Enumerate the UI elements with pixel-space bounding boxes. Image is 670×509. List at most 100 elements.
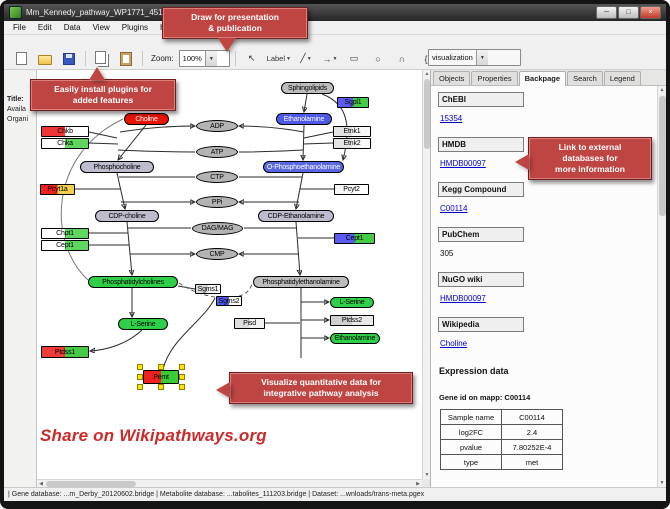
pathway-node-ptdss2[interactable]: Ptdss2 xyxy=(330,315,374,326)
menu-bar: File Edit Data View Plugins Help xyxy=(4,21,666,35)
pathway-node-etnk1[interactable]: Etnk1 xyxy=(333,126,371,137)
pathway-node-ethanolamine[interactable]: Ethanolamine xyxy=(330,333,380,344)
menu-data[interactable]: Data xyxy=(63,23,81,32)
table-row: pvalue 7.80252E-4 xyxy=(440,439,563,455)
wikipedia-link[interactable]: Choline xyxy=(440,339,468,348)
tab-objects[interactable]: Objects xyxy=(433,71,471,85)
pathway-node-sphingolipids[interactable]: Sphingolipids xyxy=(281,82,334,94)
pathway-node-ptdss1[interactable]: Ptdss1 xyxy=(41,346,89,358)
menu-view[interactable]: View xyxy=(92,23,110,32)
callout-arrow-up xyxy=(89,67,105,80)
pathway-node-phosphatidylcholines[interactable]: Phosphatidylcholines xyxy=(88,276,178,288)
tab-properties[interactable]: Properties xyxy=(471,71,518,85)
selection-handle[interactable] xyxy=(158,384,164,390)
rectangle-tool-button[interactable]: ▭ xyxy=(343,49,365,68)
selection-handle[interactable] xyxy=(137,374,143,380)
pathway-node-sgpl1[interactable]: Sgpl1 xyxy=(337,97,369,108)
hmdb-link[interactable]: HMDB00097 xyxy=(440,159,486,168)
pathway-node-chka[interactable]: Chka xyxy=(41,138,89,149)
pathway-node-adp[interactable]: ADP xyxy=(196,120,238,132)
scroll-up-icon[interactable]: ▲ xyxy=(659,87,665,93)
oval-tool-button[interactable]: ○ xyxy=(367,49,389,68)
label-tool-button[interactable]: Label▼ xyxy=(265,49,293,68)
selection-handle[interactable] xyxy=(179,374,185,380)
pathway-node-dag-mag[interactable]: DAG/MAG xyxy=(192,222,243,235)
callout-arrow-left xyxy=(216,382,230,398)
scrollbar-thumb[interactable] xyxy=(659,96,666,216)
selection-handle[interactable] xyxy=(179,384,185,390)
select-tool-button[interactable]: ↖ xyxy=(241,49,263,68)
brace-tool-button[interactable]: { xyxy=(415,49,437,68)
menu-plugins[interactable]: Plugins xyxy=(121,23,149,32)
pathway-node-ppi[interactable]: PPi xyxy=(196,196,238,208)
tab-backpage[interactable]: Backpage xyxy=(518,71,567,86)
scroll-right-icon[interactable]: ▶ xyxy=(416,481,420,487)
pathway-node-l-serine[interactable]: L-Serine xyxy=(118,318,168,330)
pathway-node-choline[interactable]: Choline xyxy=(124,113,169,125)
selection-handle[interactable] xyxy=(137,384,143,390)
canvas-horizontal-scrollbar[interactable]: ◀ ▶ xyxy=(37,479,422,487)
line-tool-button[interactable]: ╱▼ xyxy=(295,49,317,68)
arrow-tool-button[interactable]: →▼ xyxy=(319,49,341,68)
minimize-button[interactable]: ─ xyxy=(596,6,617,19)
chebi-link[interactable]: 15354 xyxy=(440,114,463,123)
maximize-button[interactable]: □ xyxy=(618,6,639,19)
menu-file[interactable]: File xyxy=(13,23,26,32)
pathway-node-ctp[interactable]: CTP xyxy=(196,171,238,183)
scroll-left-icon[interactable]: ◀ xyxy=(39,481,43,487)
table-cell: log2FC xyxy=(440,424,502,440)
pathway-node-chpt1[interactable]: Chpt1 xyxy=(41,228,89,239)
sidebar-scrollbar[interactable]: ▲ ▼ xyxy=(657,86,666,487)
selection-handle[interactable] xyxy=(137,364,143,370)
pathway-node-cdp-choline[interactable]: CDP-choline xyxy=(95,210,159,222)
menu-edit[interactable]: Edit xyxy=(37,23,52,32)
scrollbar-thumb[interactable] xyxy=(46,481,136,487)
pathway-node-pemt[interactable]: Pemt xyxy=(143,370,179,384)
close-button[interactable]: × xyxy=(640,6,661,19)
pathway-node-ethanolamine[interactable]: Ethanolamine xyxy=(276,113,332,125)
backpage-section-chebi: ChEBI 15354 xyxy=(438,92,657,126)
status-bar: | Gene database: ...m_Derby_20120602.bri… xyxy=(4,487,666,501)
scroll-down-icon[interactable]: ▼ xyxy=(659,480,665,486)
save-button[interactable] xyxy=(58,49,80,68)
callout-visualize-line2: integrative pathway analysis xyxy=(263,388,379,399)
pathway-node-pcyt1a[interactable]: Pcyt1a xyxy=(40,184,75,195)
nugo-link[interactable]: HMDB00097 xyxy=(440,294,486,303)
tab-legend[interactable]: Legend xyxy=(603,71,641,85)
visualization-select[interactable]: visualization ▼ xyxy=(428,49,521,66)
new-file-button[interactable] xyxy=(10,49,32,68)
arc-tool-button[interactable]: ∩ xyxy=(391,49,413,68)
pathway-node-cept1[interactable]: Cept1 xyxy=(334,233,375,244)
pathway-node-cdp-ethanolamine[interactable]: CDP-Ethanolamine xyxy=(258,210,334,222)
scroll-down-icon[interactable]: ▼ xyxy=(424,472,430,478)
table-cell: 2.4 xyxy=(501,424,563,440)
pathway-node-etnk2[interactable]: Etnk2 xyxy=(333,138,371,149)
pathway-node-o-phosphoethanolamine[interactable]: O-Phosphoethanolamine xyxy=(263,161,344,173)
pathway-node-sgms1[interactable]: Sgms1 xyxy=(195,284,221,294)
kegg-link[interactable]: C00114 xyxy=(440,204,468,213)
canvas-vertical-scrollbar[interactable]: ▲ ▼ xyxy=(422,70,430,479)
open-file-button[interactable] xyxy=(34,49,56,68)
pathway-node-l-serine[interactable]: L-Serine xyxy=(330,297,374,308)
pathway-node-cmp[interactable]: CMP xyxy=(196,248,238,260)
pathway-node-pcyt2[interactable]: Pcyt2 xyxy=(334,184,369,195)
scrollbar-thumb[interactable] xyxy=(424,79,430,149)
selection-handle[interactable] xyxy=(158,364,164,370)
pathway-node-chkb[interactable]: Chkb xyxy=(41,126,89,137)
save-icon xyxy=(63,52,75,65)
pathway-node-atp[interactable]: ATP xyxy=(196,146,238,158)
scroll-up-icon[interactable]: ▲ xyxy=(424,71,430,77)
selection-handle[interactable] xyxy=(179,364,185,370)
zoom-select[interactable]: 100% ▼ xyxy=(178,50,230,67)
copy-button[interactable] xyxy=(91,49,113,68)
pathway-node-phosphocholine[interactable]: Phosphocholine xyxy=(80,161,154,173)
pathway-node-cept1[interactable]: Cept1 xyxy=(41,240,89,251)
pathway-node-pisd[interactable]: Pisd xyxy=(234,318,265,329)
pathway-node-sgms2[interactable]: Sgms2 xyxy=(216,296,242,306)
title-bar[interactable]: Mm_Kennedy_pathway_WP1771_45176.gpml ─ □… xyxy=(4,4,666,21)
tab-search[interactable]: Search xyxy=(567,71,603,85)
pathway-node-phosphatidylethanolamine[interactable]: Phosphatidylethanolamine xyxy=(253,276,349,288)
paste-button[interactable] xyxy=(115,49,137,68)
